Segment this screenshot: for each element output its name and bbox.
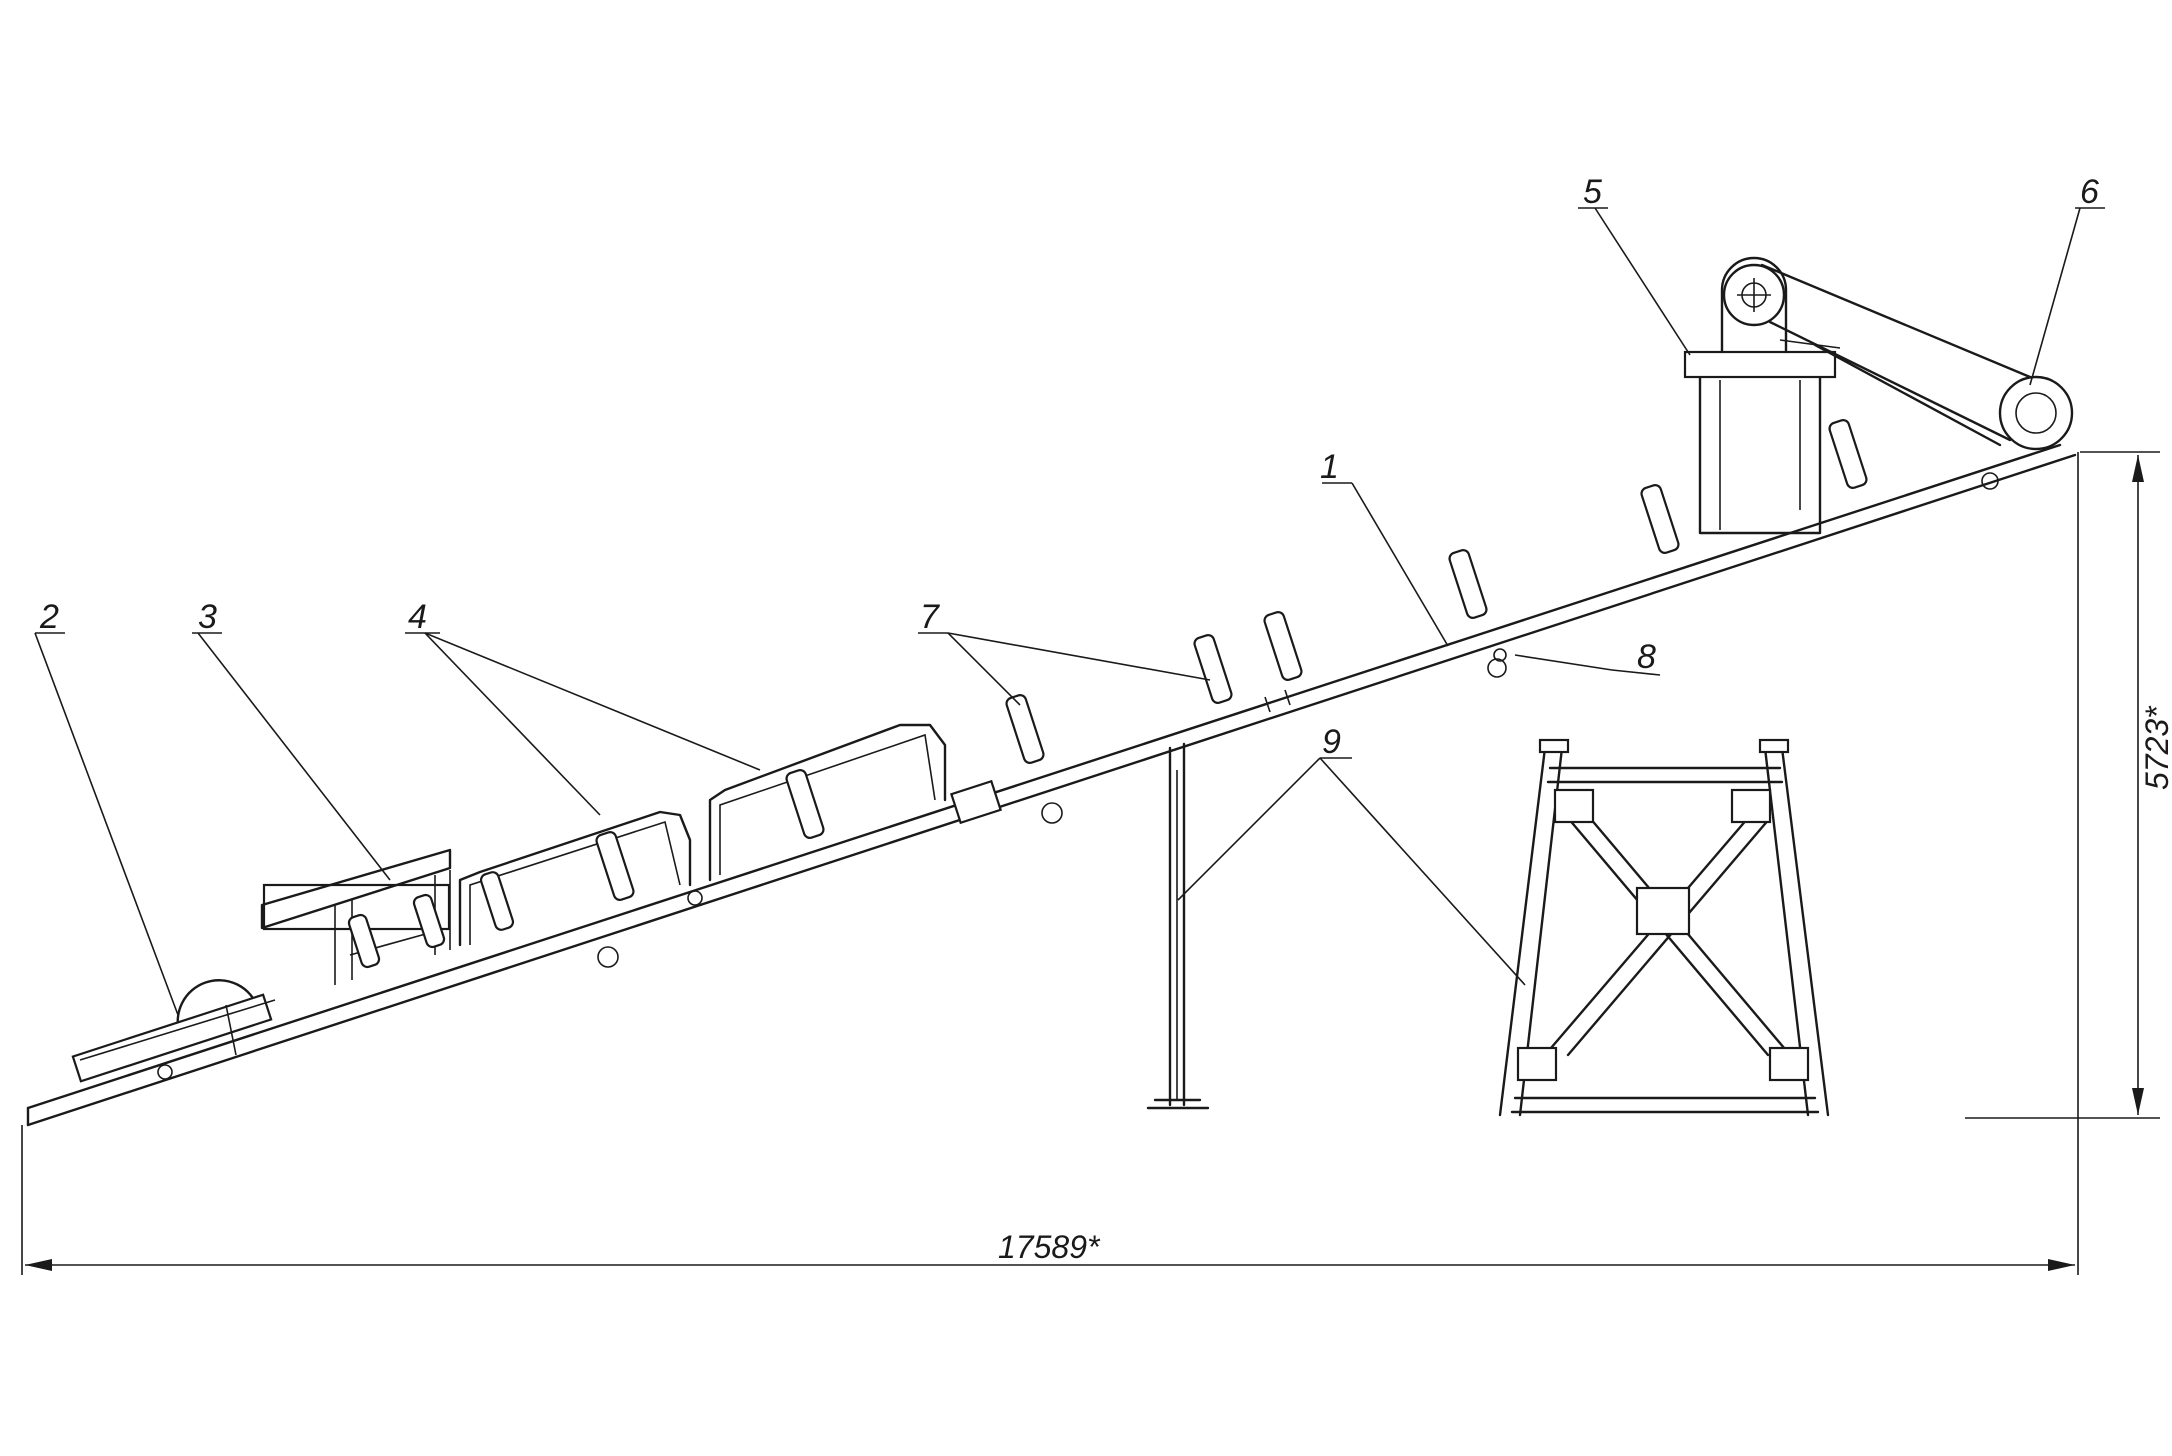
callout-5: 5 xyxy=(1583,173,1602,211)
idler xyxy=(1005,694,1045,764)
callout-3: 3 xyxy=(198,598,217,636)
trestle-support xyxy=(1498,738,1830,1117)
post-support xyxy=(1146,742,1210,1110)
idler xyxy=(479,871,515,931)
idler xyxy=(347,913,381,969)
conveyor-frame xyxy=(26,443,2077,1127)
drive-tower xyxy=(1683,256,1841,535)
idler xyxy=(785,769,825,839)
leader-lines xyxy=(34,207,2105,1016)
callout-2: 2 xyxy=(39,598,59,636)
idler xyxy=(595,831,635,901)
idler xyxy=(1263,611,1303,681)
idler xyxy=(1193,634,1233,704)
idler xyxy=(412,893,446,949)
callout-8: 8 xyxy=(1637,638,1656,676)
tail-pulley xyxy=(71,979,276,1083)
idler xyxy=(1640,484,1680,554)
idler xyxy=(1828,419,1868,489)
dimension-length: 17589* xyxy=(21,452,2079,1275)
callout-1: 1 xyxy=(1320,448,1339,486)
dimension-height-label: 5723* xyxy=(2139,705,2172,790)
idler xyxy=(1448,549,1488,619)
callout-6: 6 xyxy=(2080,173,2099,211)
guard-rails xyxy=(458,723,947,947)
callout-4: 4 xyxy=(408,598,427,636)
head-pulley xyxy=(1760,263,2074,451)
troughing-idlers xyxy=(347,419,1868,969)
dimension-height: 5723* xyxy=(1965,451,2172,1119)
callout-7: 7 xyxy=(920,598,940,636)
callout-9: 9 xyxy=(1322,723,1341,761)
callouts: 1 2 3 4 5 6 7 8 9 xyxy=(39,173,2099,761)
dimension-length-label: 17589* xyxy=(998,1229,1101,1265)
